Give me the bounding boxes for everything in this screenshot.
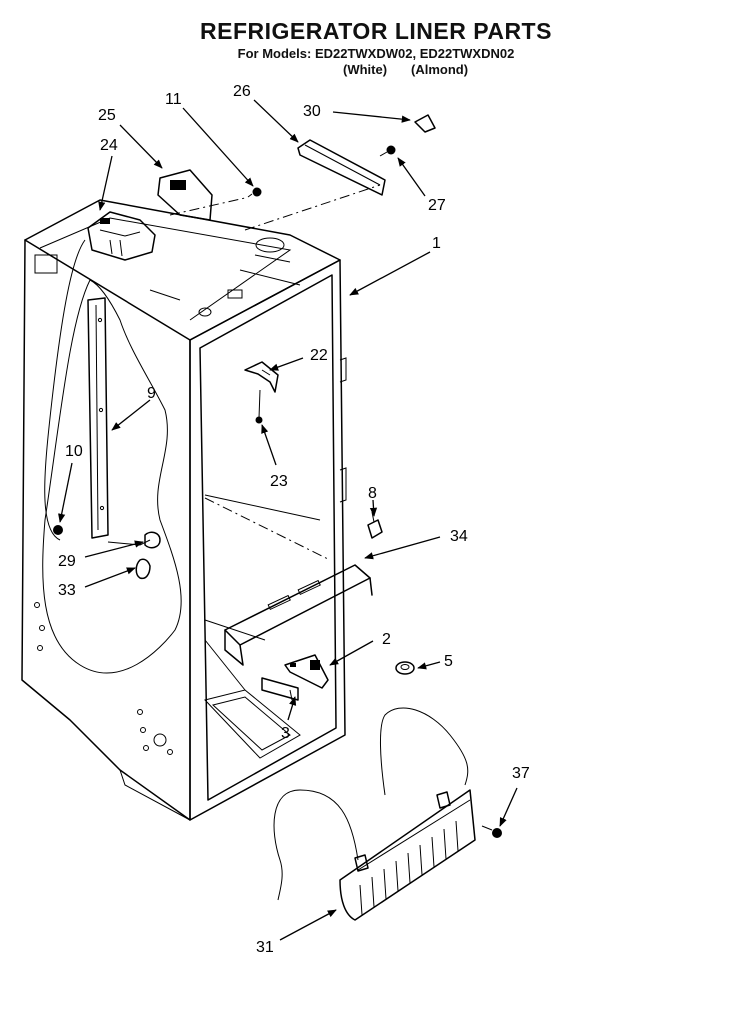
top-face-slot xyxy=(227,289,243,299)
bottom-edge xyxy=(119,769,191,821)
callout-11: 11 xyxy=(165,91,182,108)
part-25-bracket xyxy=(157,169,213,221)
part-22-bracket xyxy=(244,361,279,393)
left-wall-cutaway xyxy=(42,279,182,674)
callout-27: 27 xyxy=(428,197,446,214)
diagram-title: REFRIGERATOR LINER PARTS xyxy=(200,18,552,44)
callout-34: 34 xyxy=(450,528,468,545)
top-face-rib xyxy=(149,254,301,301)
callout-3: 3 xyxy=(281,725,290,742)
callout-22: 22 xyxy=(310,347,328,364)
callout-29: 29 xyxy=(58,553,76,570)
callout-1: 1 xyxy=(432,235,441,252)
part-2-bracket xyxy=(284,654,329,689)
part-34-deflector xyxy=(224,564,373,666)
callout-9: 9 xyxy=(147,385,156,402)
frame-notch xyxy=(339,467,347,503)
part-33-bulb xyxy=(135,558,151,580)
interior-bottom-cavity xyxy=(204,689,301,759)
variant-almond-label: (Almond) xyxy=(411,62,469,77)
part-31-heater xyxy=(273,707,476,921)
part-26-rail xyxy=(297,139,386,196)
assembly-centerline xyxy=(169,197,246,216)
callout-24: 24 xyxy=(100,137,118,154)
callout-23: 23 xyxy=(270,473,288,490)
wire-harness xyxy=(107,539,151,546)
liner-front-frame-inner xyxy=(199,274,337,801)
part-8-clip xyxy=(367,511,383,539)
top-face-edge xyxy=(39,217,292,321)
liner-front-frame-outer xyxy=(189,259,346,821)
rear-box xyxy=(34,254,58,274)
callout-5: 5 xyxy=(444,653,453,670)
model-numbers: For Models: ED22TWXDW02, ED22TWXDN02 xyxy=(237,46,515,61)
callout-8: 8 xyxy=(368,485,377,502)
part-10-screw xyxy=(53,525,63,535)
callout-25: 25 xyxy=(98,107,116,124)
part-5-nut xyxy=(395,661,415,675)
part-23-screw xyxy=(255,389,263,424)
part-29-clip xyxy=(144,531,161,549)
part-11-screw xyxy=(247,187,262,198)
part-30-clip xyxy=(414,114,436,133)
part-24-housing xyxy=(87,211,156,261)
part-27-screw xyxy=(379,145,396,157)
callout-labels: 1 2 3 5 8 9 10 11 22 23 24 25 26 27 29 3… xyxy=(58,83,530,956)
rail-centerline xyxy=(244,184,381,231)
interior-diagonal xyxy=(204,639,246,691)
interior-hidden-line xyxy=(204,497,331,561)
interior-bottom-cavity-inner xyxy=(211,696,291,751)
part-37-screw xyxy=(481,825,502,838)
liner-top-face xyxy=(24,199,341,341)
part-3-plate xyxy=(261,677,299,701)
wire-harness xyxy=(44,239,86,541)
variant-white-label: (White) xyxy=(343,62,388,77)
callout-30: 30 xyxy=(303,103,321,120)
callout-26: 26 xyxy=(233,83,251,100)
callout-37: 37 xyxy=(512,765,530,782)
frame-notch xyxy=(339,357,347,383)
callout-10: 10 xyxy=(65,443,83,460)
part-9-rail xyxy=(87,297,109,539)
left-side-holes xyxy=(34,602,173,755)
interior-shelf-line xyxy=(204,494,321,521)
callout-33: 33 xyxy=(58,582,76,599)
heater-fins xyxy=(359,820,459,916)
top-face-opening xyxy=(255,237,285,253)
top-face-hole xyxy=(198,307,212,317)
leader-lines xyxy=(58,99,518,941)
callout-31: 31 xyxy=(256,939,274,956)
callout-2: 2 xyxy=(382,631,391,648)
liner-cabinet xyxy=(21,199,347,821)
